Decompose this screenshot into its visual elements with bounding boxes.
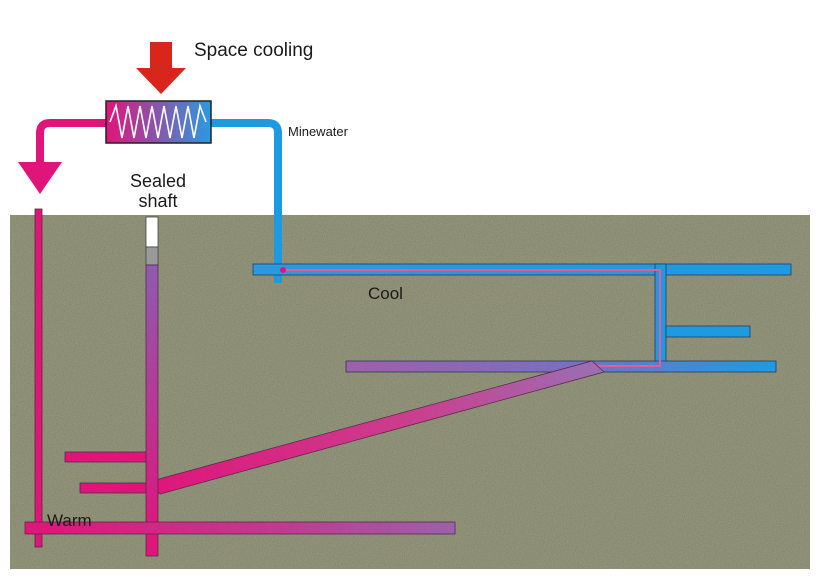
warm-tunnel-bottom <box>24 521 456 535</box>
warm-label: Warm <box>47 511 92 530</box>
warm-tunnel-stub-upper <box>64 451 147 463</box>
cool-label: Cool <box>368 284 403 303</box>
sealed-shaft-label-line1: Sealed <box>129 171 187 191</box>
warm-return-pipe <box>36 119 106 162</box>
sealed-shaft-seal <box>145 216 159 248</box>
warm-tunnel-stub-lower <box>79 482 147 494</box>
magenta-down-arrow-icon <box>18 162 62 194</box>
sealed-shaft <box>145 264 159 557</box>
warm-borehole <box>34 208 43 548</box>
flow-indicator-line <box>283 269 661 367</box>
sealed-shaft-plug <box>145 246 159 266</box>
heat-exchanger-coil-zigzag <box>109 103 207 139</box>
sealed-shaft-label-line2: shaft <box>138 190 178 211</box>
pipe-junction <box>280 267 286 273</box>
minewater-label: Minewater <box>288 124 348 139</box>
sealed-shaft-label: Sealed shaft <box>118 171 198 212</box>
space-cooling-label: Space cooling <box>194 40 314 61</box>
cool-tunnel-stub <box>665 325 751 338</box>
minewater-supply-pipe <box>211 119 282 283</box>
red-down-arrow-icon <box>136 42 186 94</box>
